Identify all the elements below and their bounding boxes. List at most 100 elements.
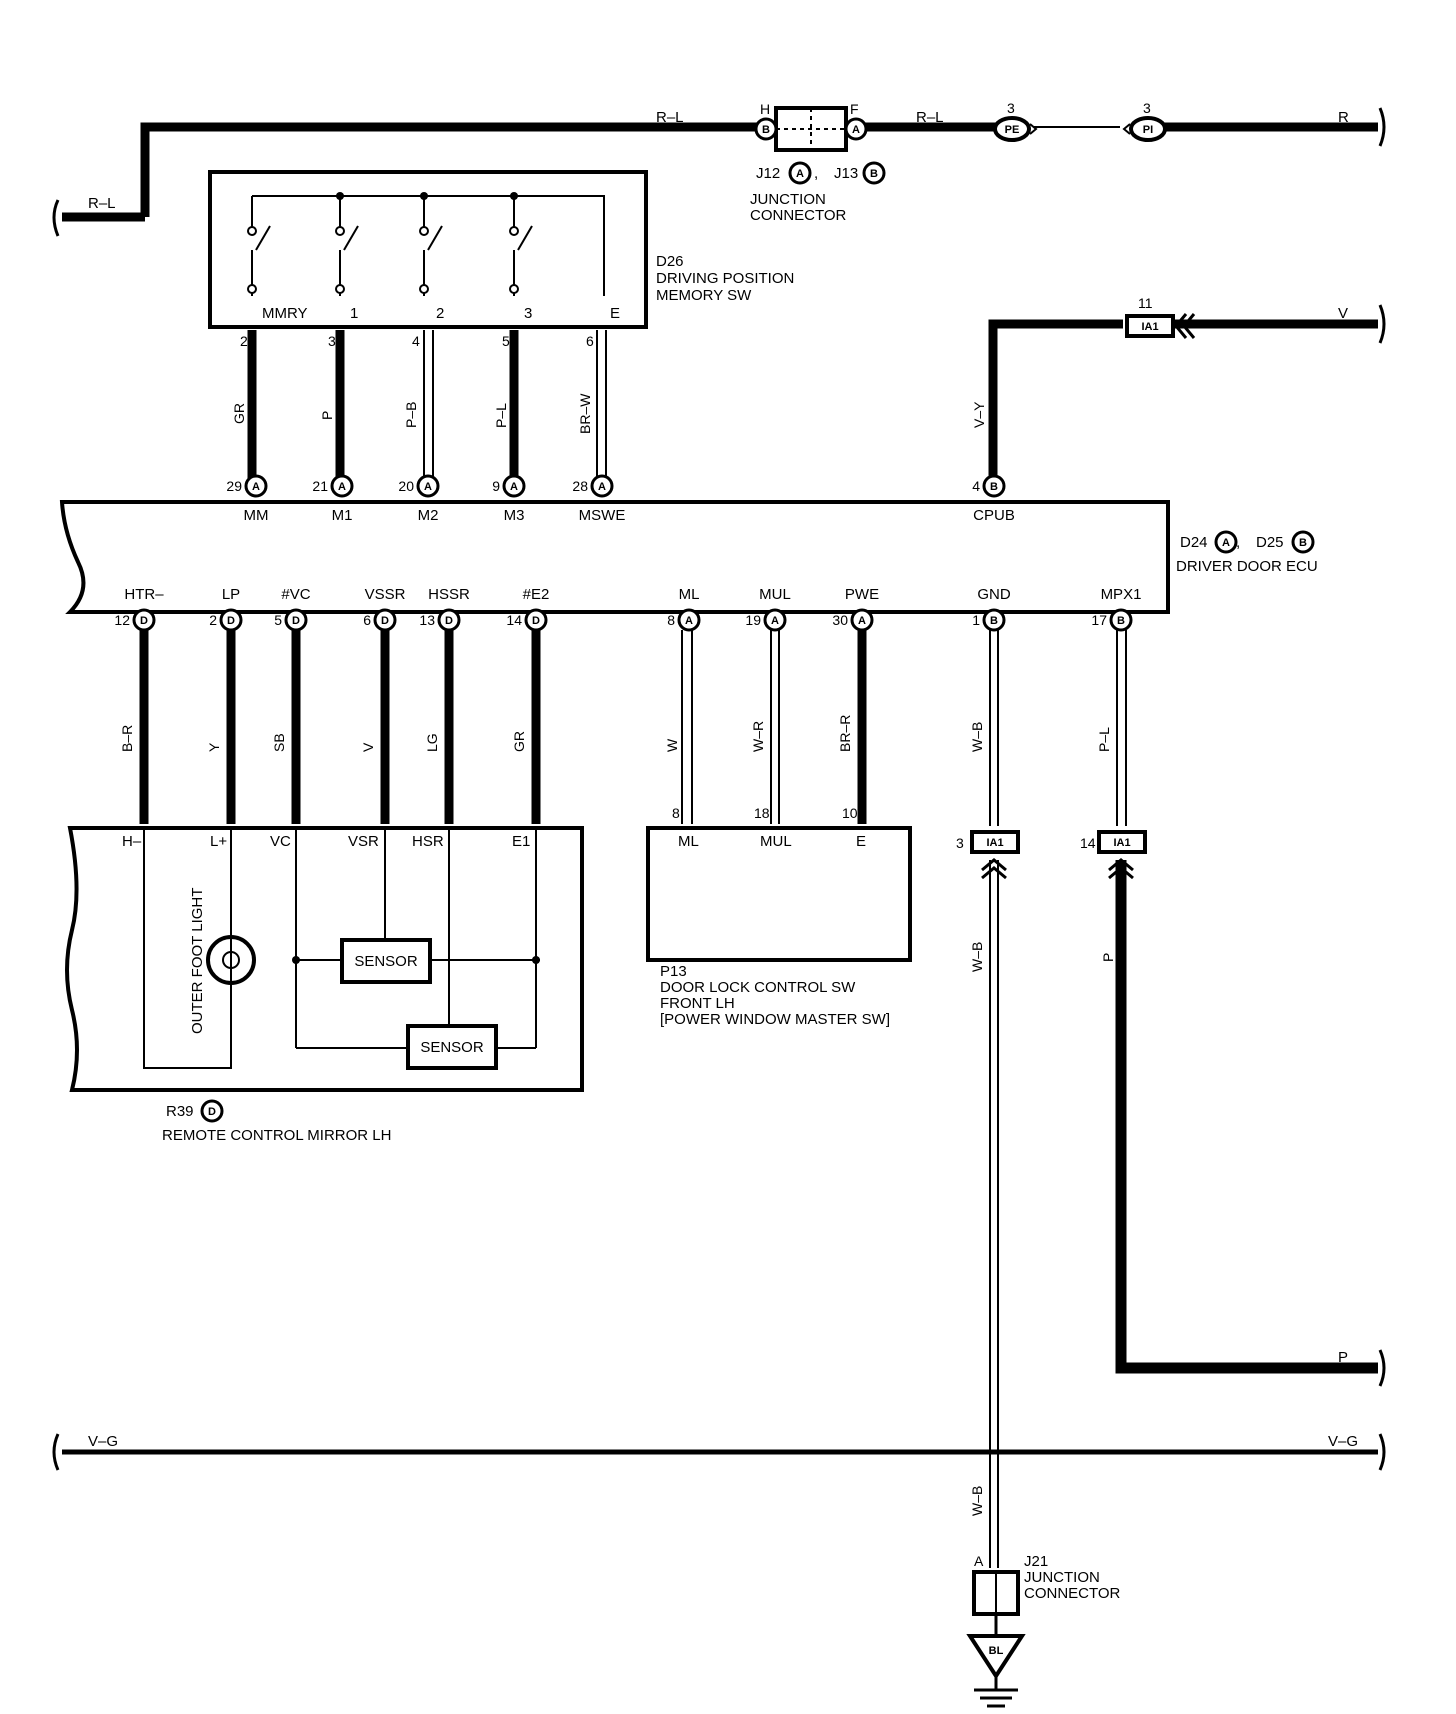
svg-text:A: A [771, 615, 779, 627]
ecu-bottom-pin-number: 14 [506, 612, 522, 628]
ia1-top-pin: 11 [1138, 295, 1153, 311]
wire-pb-m2 [423, 330, 434, 486]
ecu-bottom-wire-label: P–L [1096, 727, 1112, 752]
jc-pin-right: F [850, 101, 859, 117]
svg-text:A: A [852, 124, 860, 136]
wire-vy [988, 319, 1123, 486]
sensor-2-label: SENSOR [420, 1039, 484, 1056]
memory-sw-pin-2: 2 [240, 333, 248, 349]
ecu-top-pin-badge: B [982, 474, 1006, 498]
memory-sw-terminal-2: 2 [436, 305, 444, 322]
mirror-box [65, 826, 584, 1092]
junction-connector-j21 [966, 1570, 1026, 1708]
ecu-bottom-pin-badge: D [373, 608, 397, 632]
ecu-bottom-pin-label: VSSR [365, 586, 406, 603]
svg-text:D: D [208, 1106, 216, 1118]
pi-label: PI [1143, 124, 1153, 136]
mirror-name: REMOTE CONTROL MIRROR LH [162, 1127, 391, 1144]
ecu-top-pin-label: M1 [332, 507, 353, 524]
wire-brw-mswe [596, 330, 607, 486]
svg-text:A: A [510, 481, 518, 493]
ecu-bottom-pin-label: MPX1 [1101, 586, 1142, 603]
door-lock-name-line3: [POWER WINDOW MASTER SW] [660, 1011, 890, 1028]
ecu-bottom-wire-label: SB [271, 733, 287, 752]
memory-sw-pin-3: 3 [328, 333, 336, 349]
wire-label-p-right: P [1338, 1349, 1348, 1366]
memory-sw-code: D26 [656, 253, 684, 270]
svg-text:B: B [990, 481, 998, 493]
svg-text:A: A [1222, 537, 1230, 549]
memory-sw-pin-6: 6 [586, 333, 594, 349]
svg-text:A: A [598, 481, 606, 493]
ecu-name: DRIVER DOOR ECU [1176, 558, 1318, 575]
jc-ref1: J12 [756, 165, 780, 182]
svg-text:D: D [532, 615, 540, 627]
svg-text:D: D [381, 615, 389, 627]
ecu-top-pin-number: 20 [398, 478, 414, 494]
memory-sw-pin-5: 5 [502, 333, 510, 349]
svg-text:B: B [1299, 537, 1307, 549]
ecu-top-pin-number: 9 [492, 478, 500, 494]
svg-text:A: A [252, 481, 260, 493]
door-lock-terminal-e: E [856, 833, 866, 850]
memory-sw-name-line2: MEMORY SW [656, 287, 752, 304]
ecu-bottom-pin-badge: B [1109, 608, 1133, 632]
memory-sw-terminal-mmry: MMRY [262, 305, 308, 322]
ecu-bottom-wire-label: B–R [119, 725, 135, 752]
jc-name-line2: CONNECTOR [750, 207, 847, 224]
memory-sw-terminal-1: 1 [350, 305, 358, 322]
ecu-top-pin-number: 29 [226, 478, 242, 494]
ecu-bottom-pin-badge: A [850, 608, 874, 632]
wire-wb-lower [989, 860, 999, 1568]
mirror-code-badge: D [200, 1099, 224, 1123]
ecu-top-pin-label: M3 [504, 507, 525, 524]
jc-ref2: J13 [834, 165, 858, 182]
ecu-top-pin-number: 28 [572, 478, 588, 494]
svg-text:D: D [292, 615, 300, 627]
memory-sw-name-line1: DRIVING POSITION [656, 270, 794, 287]
svg-text:A: A [338, 481, 346, 493]
memory-sw-pin-4: 4 [412, 333, 420, 349]
ia1-connectors [970, 313, 1196, 880]
wire-rl-top [140, 122, 762, 217]
ecu-bottom-pin-number: 5 [274, 612, 282, 628]
memory-sw-terminal-e: E [610, 305, 620, 322]
connector-pi [1122, 116, 1167, 142]
ecu-top-pin-badge: A [244, 474, 268, 498]
ecu-bottom-pin-number: 6 [363, 612, 371, 628]
ecu-ref1: D24 [1180, 534, 1208, 551]
door-lock-box [646, 826, 912, 962]
ecu-top-pin-badge: A [590, 474, 614, 498]
ecu-bottom-pin-badge: D [132, 608, 156, 632]
door-lock-name-line2: FRONT LH [660, 995, 735, 1012]
ecu-ref-sep: , [1236, 534, 1240, 551]
ecu-top-pin-badge: A [502, 474, 526, 498]
svg-text:A: A [685, 615, 693, 627]
jc-name-line1: JUNCTION [750, 191, 826, 208]
ecu-pin-labels: 29MM21M120M29M328MSWE4CPUB12HTR–B–R2LPY5… [114, 478, 1141, 752]
jc-ref1-badge: A [788, 161, 812, 185]
svg-text:B: B [1117, 615, 1125, 627]
ecu-bottom-pin-number: 19 [745, 612, 761, 628]
ecu-bottom-pin-number: 8 [667, 612, 675, 628]
wire-label-p: P [319, 411, 335, 420]
svg-text:D: D [445, 615, 453, 627]
door-lock-pin-18: 18 [754, 805, 770, 821]
jc-ref-sep: , [814, 165, 818, 182]
svg-text:B: B [870, 168, 878, 180]
ecu-bottom-pin-badge: D [437, 608, 461, 632]
j21-code: J21 [1024, 1553, 1048, 1570]
wire-p-lower [1115, 860, 1378, 1374]
jc-pin-left: H [760, 101, 770, 117]
ecu-bottom-pin-label: LP [222, 586, 240, 603]
ia1-mpx-label: IA1 [1113, 837, 1130, 849]
wire-wb-upper [989, 630, 999, 826]
ecu-bottom-pin-label: #E2 [523, 586, 550, 603]
svg-text:D: D [227, 615, 235, 627]
svg-text:A: A [858, 615, 866, 627]
wire-label-wb-lower: W–B [969, 942, 985, 972]
labels: R–L R–L R–L R H F 3 PE 3 PI J12 , J13 JU… [88, 100, 1358, 1657]
ecu-bottom-pin-number: 12 [114, 612, 130, 628]
